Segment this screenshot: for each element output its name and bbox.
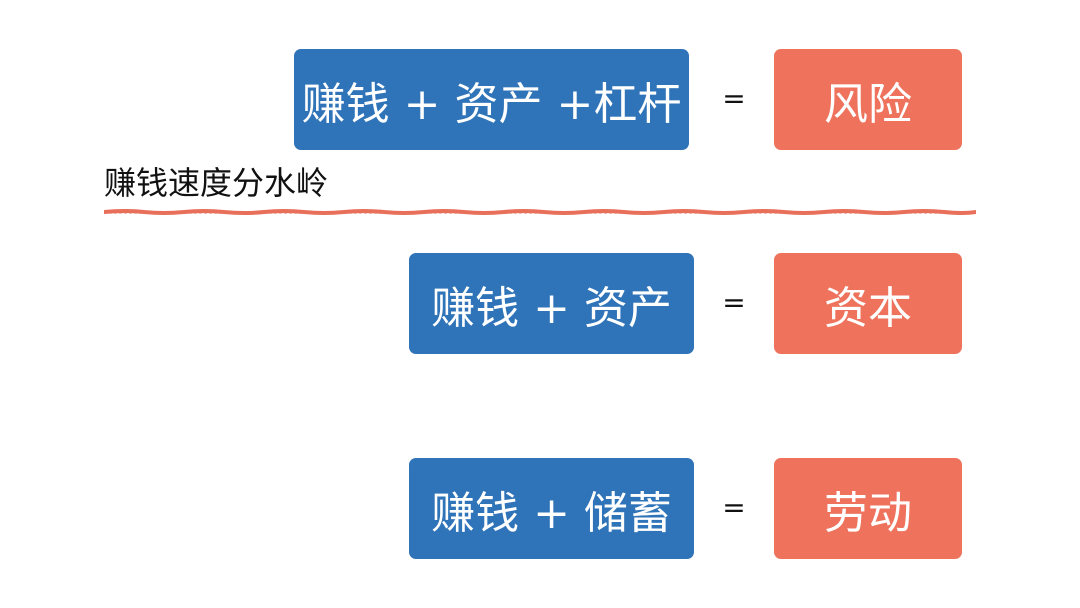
divider-label: 赚钱速度分水岭 [104, 164, 329, 202]
formula-box-1-left: 赚钱 + 资产 +杠杆 [294, 49, 689, 150]
equals-sign-2: = [722, 286, 746, 319]
equals-sign-1: = [722, 82, 746, 115]
formula-box-3-left: 赚钱 + 储蓄 [409, 458, 694, 559]
formula-box-2-left: 赚钱 + 资产 [409, 253, 694, 354]
result-box-1: 风险 [774, 49, 962, 150]
equals-sign-3: = [722, 491, 746, 524]
result-box-2: 资本 [774, 253, 962, 354]
result-box-3: 劳动 [774, 458, 962, 559]
divider-line [104, 209, 976, 215]
